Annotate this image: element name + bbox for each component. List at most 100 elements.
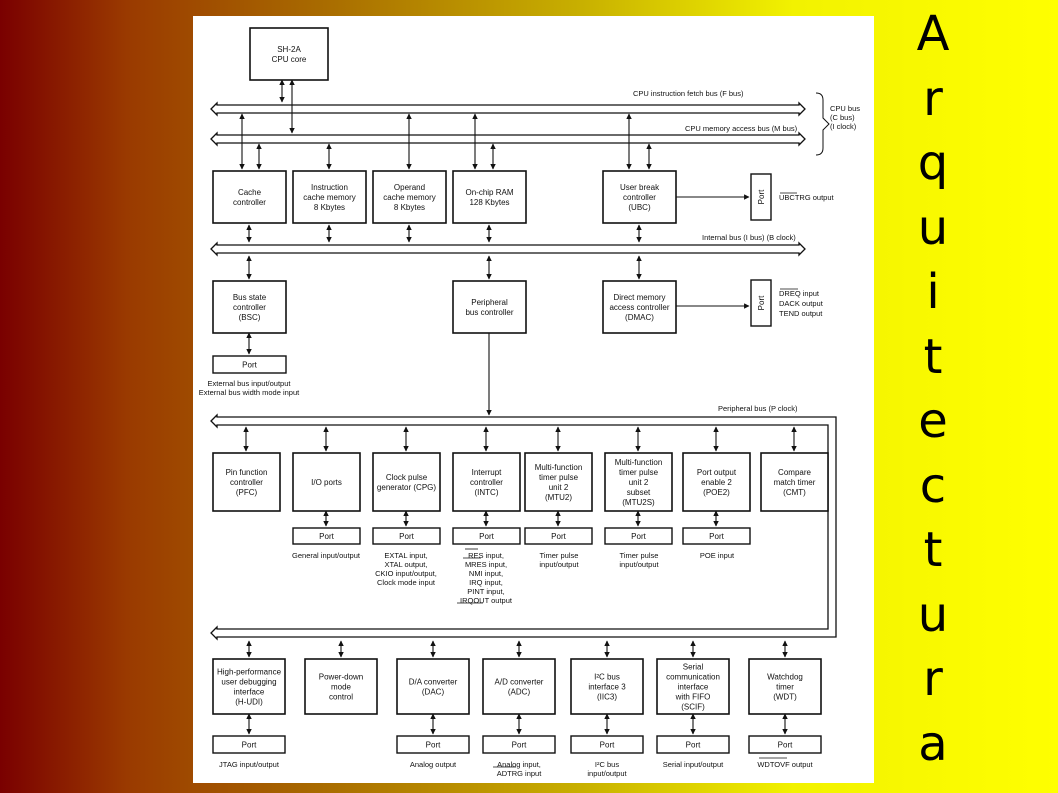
adc-note: Analog input, [497, 760, 541, 769]
block-adc [482, 658, 556, 715]
port-cpg-label: Port [399, 532, 414, 541]
intc-note: NMI input, [469, 569, 503, 578]
block-cmt-label: (CMT) [783, 488, 806, 497]
port-intc-label: Port [479, 532, 494, 541]
block-icache-label: Instruction [311, 183, 348, 192]
block-iic3-label: (IIC3) [597, 693, 617, 702]
port-dac [396, 735, 470, 754]
hudi-note: JTAG input/output [219, 760, 280, 769]
block-pdown-label: control [329, 693, 353, 702]
side-title-letter: e [918, 393, 948, 449]
block-hudi [212, 658, 286, 715]
bsc-note: External bus width mode input [199, 388, 300, 397]
block-intc-label: (INTC) [475, 488, 499, 497]
block-hudi-label: interface [234, 688, 265, 697]
block-scif-label: (SCIF) [681, 703, 705, 712]
block-cpu-label: SH-2A [277, 45, 301, 54]
m-bus-label: CPU memory access bus (M bus) [685, 124, 798, 133]
intc-note: IRQ input, [469, 578, 503, 587]
port-adc-label: Port [512, 741, 527, 750]
port-mtu2-label: Port [551, 532, 566, 541]
port-iic3 [570, 735, 644, 754]
block-ram [452, 170, 527, 224]
dac-note: Analog output [410, 760, 457, 769]
block-cpu [249, 27, 329, 81]
side-title-letter: A [916, 6, 950, 62]
cpu-bus-label: (I clock) [830, 122, 857, 131]
block-hudi-label: user debugging [221, 678, 276, 687]
side-title-letter: i [926, 264, 940, 320]
block-dac [396, 658, 470, 715]
side-title-letter: t [923, 522, 943, 578]
intc-note: MRES input, [465, 560, 507, 569]
block-bsc-label: Bus state [233, 293, 267, 302]
port-ubc-label: Port [757, 189, 766, 204]
side-title-letter: u [917, 586, 949, 643]
port-scif [656, 735, 730, 754]
block-ocache [372, 170, 447, 224]
block-pdown-label: mode [331, 683, 352, 692]
block-ubc-label: (UBC) [628, 203, 651, 212]
block-cache [212, 170, 287, 224]
port-wdt [748, 735, 822, 754]
block-mtu2-label: Multi-function [535, 463, 583, 472]
port-scif-label: Port [686, 741, 701, 750]
block-hudi-label: High-performance [217, 668, 282, 677]
port-io [292, 527, 361, 545]
port-mtu2s-label: Port [631, 532, 646, 541]
block-pfc-label: Pin function [226, 468, 268, 477]
i-bus-label: Internal bus (I bus) (B clock) [702, 233, 796, 242]
block-cpg [372, 452, 441, 512]
block-mtu2 [524, 452, 593, 512]
side-title-letter: r [923, 70, 943, 127]
port-dac-label: Port [426, 741, 441, 750]
adc-note: ADTRG input [497, 769, 543, 778]
block-mtu2s-label: subset [627, 488, 651, 497]
block-mtu2s-label: (MTU2S) [622, 498, 655, 507]
ubc-trigger-output: UBCTRG output [779, 193, 835, 202]
io-note: General input/output [292, 551, 361, 560]
port-dmac-label: Port [757, 295, 766, 310]
block-icache [292, 170, 367, 224]
block-scif-label: with FIFO [675, 693, 711, 702]
port-iic3-label: Port [600, 741, 615, 750]
side-title-letter: r [923, 651, 943, 707]
block-cache-label: Cache [238, 188, 262, 197]
block-dac-label: (DAC) [422, 688, 445, 697]
block-pdown-label: Power-down [319, 673, 363, 682]
block-cpg-label: Clock pulse [386, 473, 428, 482]
block-mtu2s-label: unit 2 [629, 478, 649, 487]
block-cmt-label: Compare [778, 468, 811, 477]
block-mtu2s-label: Multi-function [615, 458, 663, 467]
mtu2s-note: Timer pulse [620, 551, 659, 560]
block-wdt [748, 658, 822, 715]
port-hudi [212, 735, 286, 754]
block-dmac [602, 280, 677, 334]
block-wdt-label: timer [776, 683, 794, 692]
f-bus [210, 101, 806, 117]
block-ubc-label: User break [620, 183, 660, 192]
block-mtu2-label: unit 2 [549, 483, 569, 492]
cpg-note: Clock mode input [377, 578, 436, 587]
block-hudi-label: (H-UDI) [235, 698, 263, 707]
mtu2-note: Timer pulse [540, 551, 579, 560]
cpu-bus-label: CPU bus [830, 104, 860, 113]
mtu2-note: input/output [539, 560, 579, 569]
dmac-side-note: TEND output [779, 309, 823, 318]
block-poe2-label: Port output [697, 468, 737, 477]
block-io-label: I/O ports [311, 478, 342, 487]
block-scif-label: interface [678, 683, 709, 692]
block-intc-label: Interrupt [472, 468, 503, 477]
scif-note: Serial input/output [663, 760, 724, 769]
block-ocache-label: cache memory [383, 193, 435, 202]
port-mtu2 [524, 527, 593, 545]
block-iic3-label: I²C bus [594, 673, 620, 682]
i-bus [210, 241, 806, 257]
cpg-note: CKIO input/output, [375, 569, 437, 578]
block-mtu2-label: (MTU2) [545, 493, 572, 502]
port-adc [482, 735, 556, 754]
cpg-note: XTAL output, [385, 560, 428, 569]
port-ubc [750, 173, 772, 221]
block-intc [452, 452, 521, 512]
